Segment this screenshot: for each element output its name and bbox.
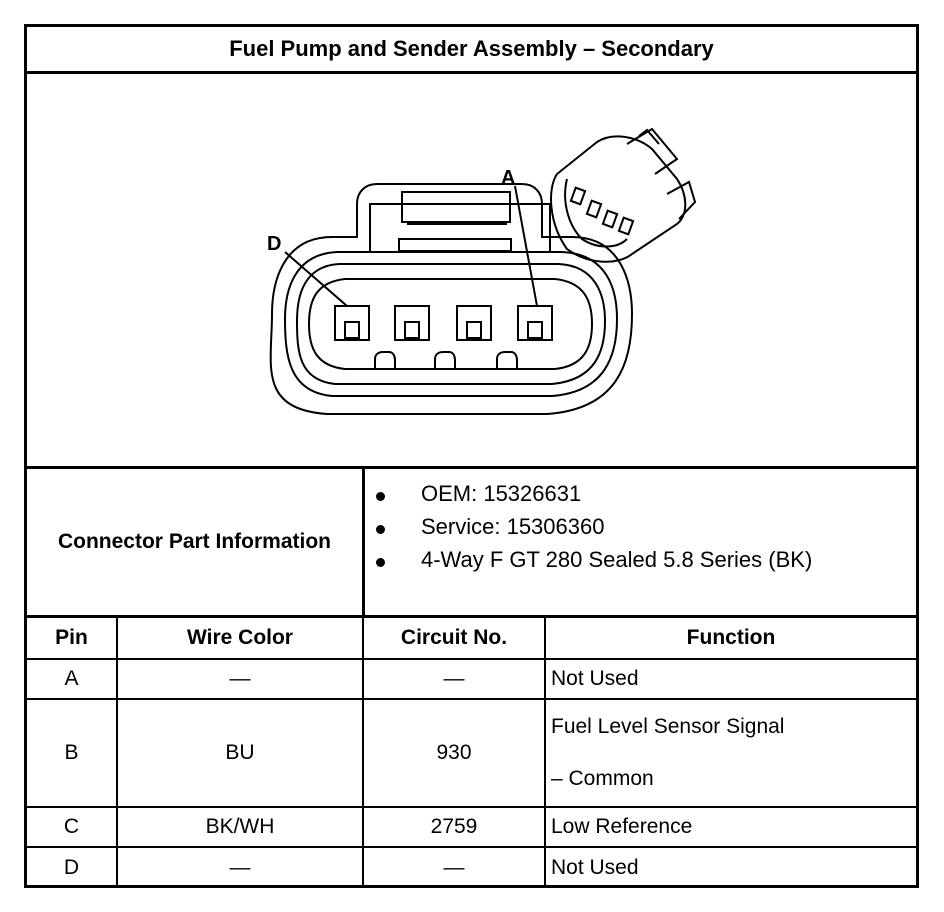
info-item-service: Service: 15306360: [376, 514, 604, 540]
pin-table: Pin Wire Color Circuit No. Function A — …: [27, 618, 916, 887]
connector-latch-tab: [401, 191, 511, 223]
info-item-oem: OEM: 15326631: [376, 481, 581, 507]
pin-table-header: Pin Wire Color Circuit No. Function: [27, 618, 916, 660]
circuit-cell: 930: [362, 698, 546, 808]
page-title: Fuel Pump and Sender Assembly – Secondar…: [27, 27, 916, 74]
pin-cell: A: [27, 658, 118, 700]
table-row: C BK/WH 2759 Low Reference: [27, 806, 916, 848]
circuit-cell: —: [362, 846, 546, 887]
info-item-description: 4-Way F GT 280 Sealed 5.8 Series (BK): [376, 547, 812, 573]
pin-cell: B: [27, 698, 118, 808]
bullet-icon: [376, 525, 385, 534]
connector-isometric-view: [550, 127, 697, 263]
connector-seal-ring-outer: [283, 251, 619, 397]
pin-label-a: A: [501, 167, 515, 189]
table-row: B BU 930 Fuel Level Sensor Signal – Comm…: [27, 698, 916, 808]
pin-cell: C: [27, 806, 118, 848]
connector-sheet: Fuel Pump and Sender Assembly – Secondar…: [24, 24, 919, 888]
pin-label-d: D: [267, 233, 281, 255]
circuit-cell: —: [362, 658, 546, 700]
bullet-icon: [376, 558, 385, 567]
pin-cavity-b: [456, 305, 492, 341]
function-cell: Fuel Level Sensor Signal – Common: [544, 698, 916, 808]
connector-info-label: Connector Part Information: [27, 469, 365, 615]
connector-diagram: D A: [27, 74, 916, 469]
connector-seal-ring-inner: [295, 263, 607, 385]
pin-cell: D: [27, 846, 118, 887]
pin-cavity-d: [334, 305, 370, 341]
header-pin: Pin: [27, 618, 118, 660]
bullet-icon: [376, 492, 385, 501]
wire-color-cell: BU: [116, 698, 364, 808]
connector-face-drawing: D A: [267, 127, 697, 415]
pin-a-leader: [514, 185, 538, 307]
header-wire-color: Wire Color: [116, 618, 364, 660]
function-cell: Not Used: [544, 846, 916, 887]
wire-color-cell: —: [116, 846, 364, 887]
pin-cavity-a: [517, 305, 553, 341]
function-line-2: – Common: [551, 767, 654, 790]
table-row: A — — Not Used: [27, 658, 916, 700]
function-line-1: Fuel Level Sensor Signal: [551, 715, 785, 738]
function-cell: Not Used: [544, 658, 916, 700]
wire-color-cell: —: [116, 658, 364, 700]
wire-color-cell: BK/WH: [116, 806, 364, 848]
function-cell: Low Reference: [544, 806, 916, 848]
header-circuit-no: Circuit No.: [362, 618, 546, 660]
circuit-cell: 2759: [362, 806, 546, 848]
pin-d-leader: [284, 251, 348, 307]
header-function: Function: [544, 618, 916, 660]
connector-part-info: Connector Part Information OEM: 15326631…: [27, 469, 916, 618]
connector-info-list: OEM: 15326631 Service: 15306360 4-Way F …: [365, 469, 916, 615]
connector-cavity-outline: [307, 278, 594, 370]
table-row: D — — Not Used: [27, 846, 916, 887]
connector-housing-outline: [269, 183, 634, 415]
pin-cavity-c: [394, 305, 430, 341]
